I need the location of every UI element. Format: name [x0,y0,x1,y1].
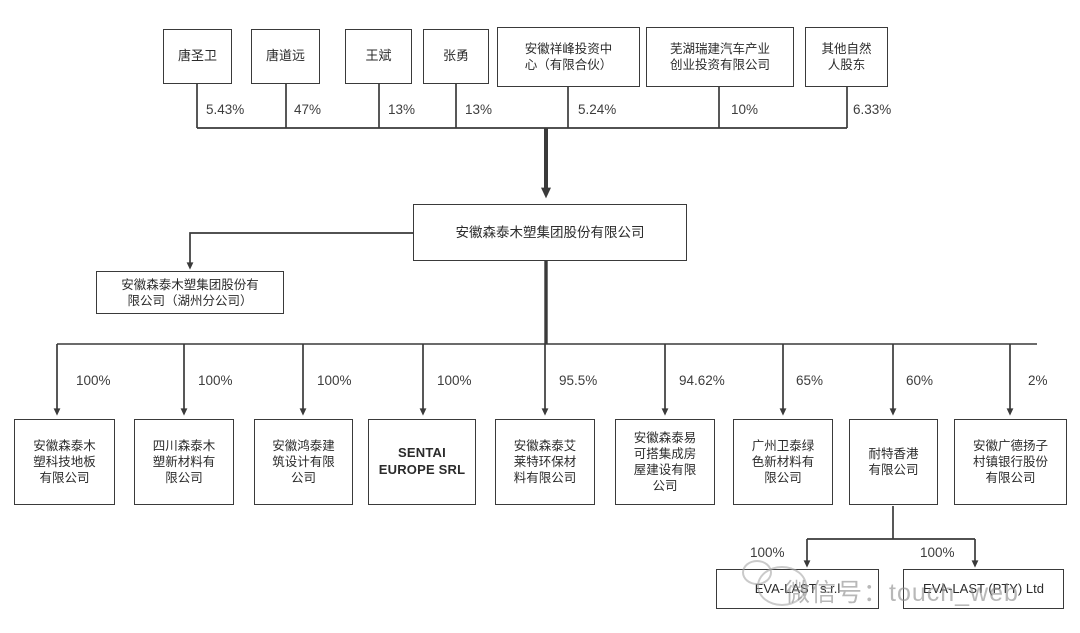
shareholder-box-sh5[interactable]: 安徽祥峰投资中 心（有限合伙） [497,27,640,87]
ownership-pct-s8: 60% [906,373,934,388]
grandchild-label: EVA-LAST s.r.l [754,580,841,596]
subsidiary-label: 耐特香港 有限公司 [868,447,919,477]
subsidiary-label: 安徽广德扬子 村镇银行股份 有限公司 [972,439,1048,485]
subsidiary-box-s2[interactable]: 四川森泰木 塑新材料有 限公司 [134,419,234,505]
shareholder-label: 芜湖瑞建汽车产业 创业投资有限公司 [669,42,770,72]
shareholder-label: 张勇 [442,48,469,64]
subsidiary-label: 广州卫泰绿 色新材料有 限公司 [751,439,815,485]
ownership-pct-sh2: 47% [294,102,322,117]
subsidiary-label: SENTAI EUROPE SRL [378,445,466,477]
grandchild-label: EVA-LAST (PTY) Ltd [923,580,1044,596]
shareholder-label: 安徽祥峰投资中 心（有限合伙） [524,42,613,72]
subsidiary-box-s7[interactable]: 广州卫泰绿 色新材料有 限公司 [733,419,833,505]
ownership-pct-sh5: 5.24% [578,102,617,117]
shareholder-label: 王斌 [365,48,392,64]
subsidiary-box-s6[interactable]: 安徽森泰易 可搭集成房 屋建设有限 公司 [615,419,715,505]
branch-company-box[interactable]: 安徽森泰木塑集团股份有 限公司（湖州分公司） [96,271,284,314]
subsidiary-box-s9[interactable]: 安徽广德扬子 村镇银行股份 有限公司 [954,419,1067,505]
subsidiary-label: 安徽森泰艾 莱特环保材 料有限公司 [513,439,577,485]
ownership-pct-s3: 100% [317,373,352,388]
ownership-pct-s9: 2% [1028,373,1048,388]
ownership-pct-sh4: 13% [465,102,493,117]
shareholder-box-sh2[interactable]: 唐道远 [251,29,320,84]
shareholder-box-sh4[interactable]: 张勇 [423,29,489,84]
parent-company-box[interactable]: 安徽森泰木塑集团股份有限公司 [413,204,687,261]
shareholder-box-sh7[interactable]: 其他自然 人股东 [805,27,888,87]
shareholder-box-sh3[interactable]: 王斌 [345,29,412,84]
subsidiary-box-s1[interactable]: 安徽森泰木 塑科技地板 有限公司 [14,419,115,505]
subsidiary-box-s3[interactable]: 安徽鸿泰建 筑设计有限 公司 [254,419,353,505]
ownership-pct-sh7: 6.33% [853,102,892,117]
ownership-pct-sh3: 13% [388,102,416,117]
ownership-pct-g1: 100% [750,545,785,560]
shareholder-box-sh1[interactable]: 唐圣卫 [163,29,232,84]
ownership-pct-s4: 100% [437,373,472,388]
subsidiary-label: 安徽森泰木 塑科技地板 有限公司 [33,439,96,485]
subsidiary-box-s8[interactable]: 耐特香港 有限公司 [849,419,938,505]
ownership-pct-s7: 65% [796,373,824,388]
shareholder-label: 唐圣卫 [177,48,217,64]
grandchild-box-g1[interactable]: EVA-LAST s.r.l [716,569,879,609]
shareholder-label: 唐道远 [265,48,305,64]
parent-company-label: 安徽森泰木塑集团股份有限公司 [455,224,645,240]
subsidiary-label: 安徽森泰易 可搭集成房 屋建设有限 公司 [633,431,697,493]
ownership-pct-sh6: 10% [731,102,759,117]
subsidiary-label: 安徽鸿泰建 筑设计有限 公司 [272,439,335,485]
ownership-pct-s6: 94.62% [679,373,725,388]
grandchild-box-g2[interactable]: EVA-LAST (PTY) Ltd [903,569,1064,609]
subsidiary-box-s4[interactable]: SENTAI EUROPE SRL [368,419,476,505]
ownership-pct-s1: 100% [76,373,111,388]
subsidiary-box-s5[interactable]: 安徽森泰艾 莱特环保材 料有限公司 [495,419,595,505]
ownership-pct-g2: 100% [920,545,955,560]
subsidiary-label: 四川森泰木 塑新材料有 限公司 [152,439,216,485]
shareholder-box-sh6[interactable]: 芜湖瑞建汽车产业 创业投资有限公司 [646,27,794,87]
ownership-pct-s2: 100% [198,373,233,388]
ownership-pct-sh1: 5.43% [206,102,245,117]
shareholder-label: 其他自然 人股东 [821,42,872,72]
branch-company-label: 安徽森泰木塑集团股份有 限公司（湖州分公司） [121,277,259,308]
ownership-pct-s5: 95.5% [559,373,598,388]
